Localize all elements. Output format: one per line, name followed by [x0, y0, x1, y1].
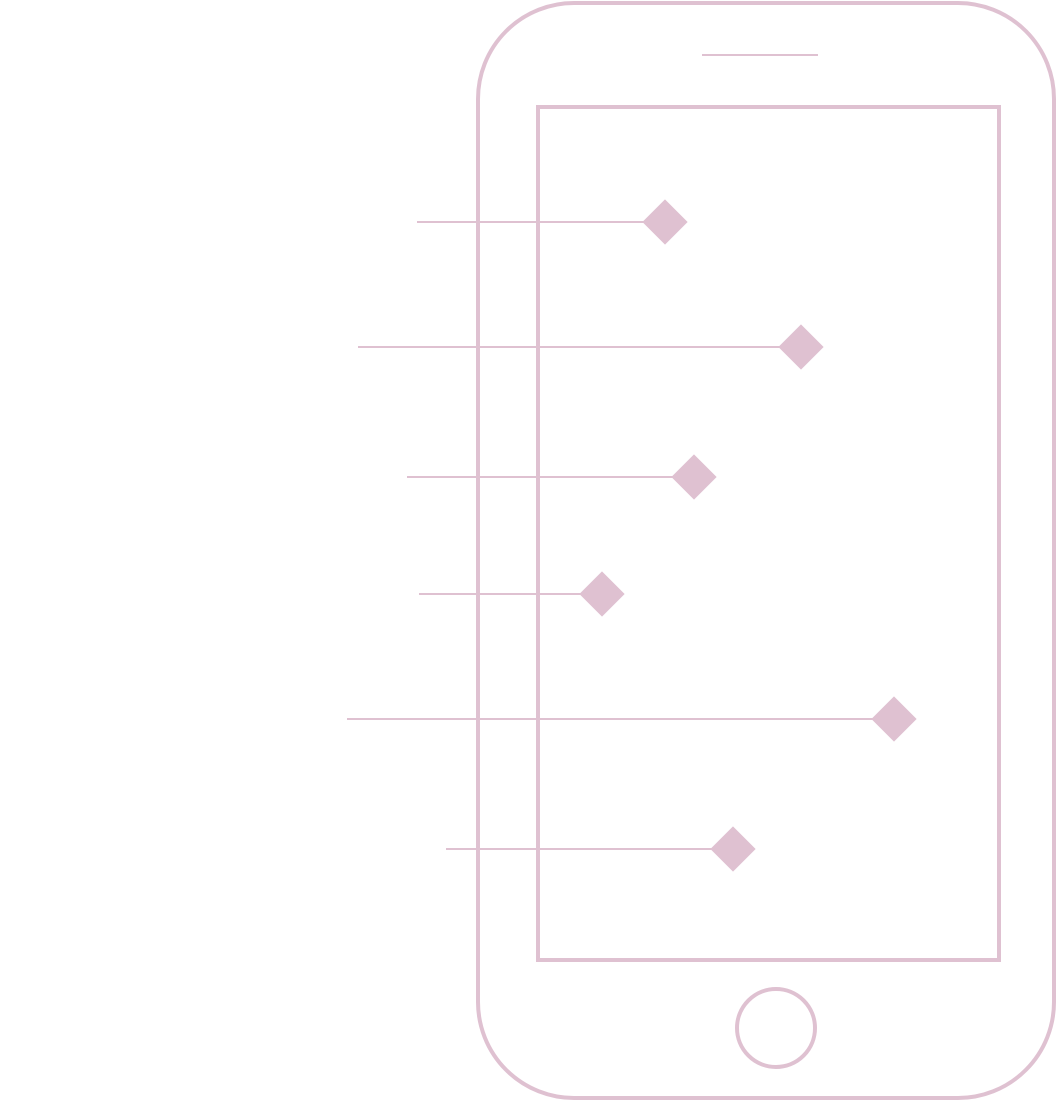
marker-row: [419, 571, 625, 617]
marker-row: [407, 454, 717, 500]
marker-row: [358, 324, 824, 370]
diamond-icon: [871, 696, 917, 742]
diamond-icon: [579, 571, 625, 617]
diamond-icon: [710, 826, 756, 872]
phone-screen-outline: [536, 105, 1001, 962]
marker-row: [446, 826, 756, 872]
phone-body-outline: [476, 1, 1056, 1100]
diamond-icon: [642, 199, 688, 245]
home-button-icon: [735, 987, 817, 1069]
diamond-icon: [778, 324, 824, 370]
diamond-icon: [671, 454, 717, 500]
marker-row: [347, 696, 917, 742]
marker-row: [417, 199, 688, 245]
